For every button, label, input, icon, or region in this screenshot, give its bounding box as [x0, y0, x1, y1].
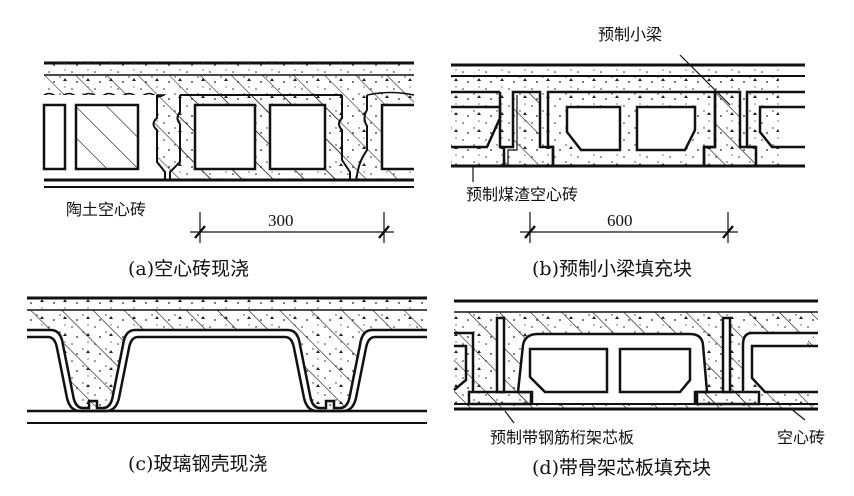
label-hollow-brick: 空心砖 — [777, 428, 825, 447]
panel-a-diagram — [42, 61, 415, 243]
panel-d-diagram — [453, 299, 818, 424]
dimension-300: 300 — [268, 211, 294, 230]
caption-a: (a)空心砖现浇 — [128, 258, 249, 280]
dimension-600: 600 — [607, 211, 633, 230]
label-precast-truss-core-plate: 预制带钢筋桁架芯板 — [490, 428, 634, 447]
label-clay-hollow-brick: 陶土空心砖 — [66, 200, 146, 219]
panel-c-diagram — [27, 296, 427, 424]
label-precast-small-beam: 预制小梁 — [598, 25, 662, 44]
panel-b-diagram — [451, 54, 805, 243]
caption-c: (c)玻璃钢壳现浇 — [128, 453, 267, 475]
caption-b: (b)预制小梁填充块 — [532, 258, 692, 280]
label-precast-cinder-hollow-brick: 预制煤渣空心砖 — [466, 185, 578, 204]
caption-d: (d)带骨架芯板填充块 — [532, 457, 711, 479]
